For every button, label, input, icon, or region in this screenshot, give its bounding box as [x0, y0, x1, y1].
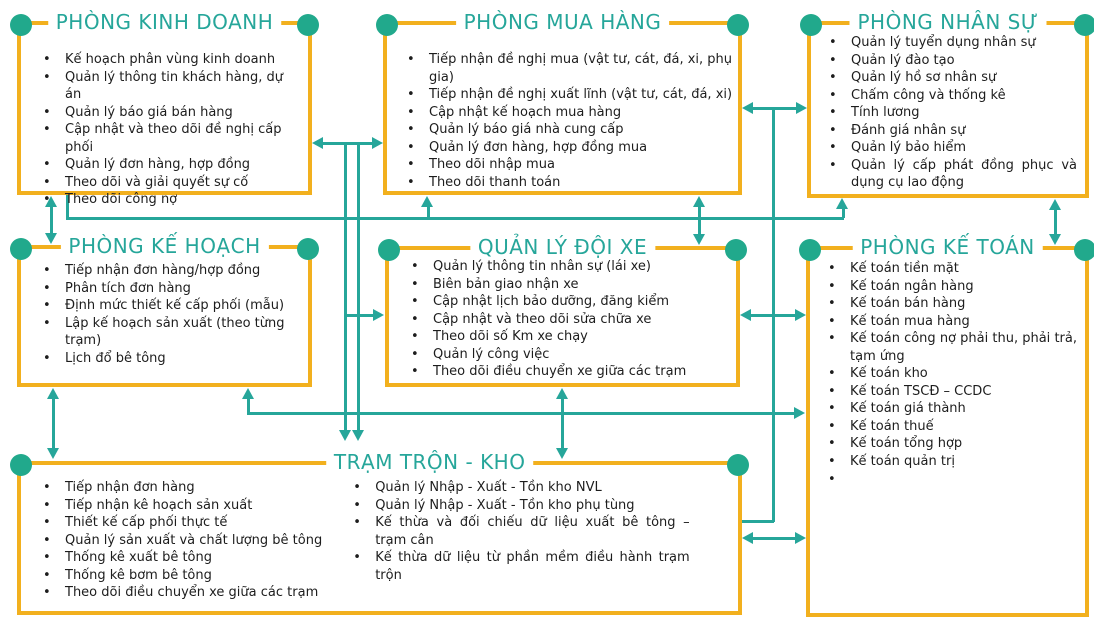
list-item: Chấm công và thống kê [827, 87, 1077, 105]
list-item: Kế toán giá thành [826, 400, 1077, 418]
list-item: Theo dõi số Km xe chạy [409, 328, 732, 346]
box-title: PHÒNG KẾ TOÁN [852, 234, 1043, 260]
list-item: Quản lý bảo hiểm [827, 139, 1077, 157]
list-item: Thống kê bơm bê tông [41, 567, 337, 585]
list-item: Quản lý đơn hàng, hợp đồng mua [405, 139, 734, 157]
list-item: Quản lý báo giá nhà cung cấp [405, 121, 734, 139]
list-item: Cập nhật và theo dõi sửa chữa xe [409, 311, 732, 329]
list-item: Cập nhật lịch bảo dưỡng, đăng kiểm [409, 293, 732, 311]
list-item: Kế toán mua hàng [826, 313, 1077, 331]
list-item: Quản lý đơn hàng, hợp đồng [41, 156, 302, 174]
list-item: Kế toán bán hàng [826, 295, 1077, 313]
corner-node-icon [378, 239, 400, 261]
list-item: Kế thừa và đối chiếu dữ liệu xuất bê tôn… [351, 514, 690, 549]
list-item: Theo dõi nhập mua [405, 156, 734, 174]
list-item: Theo dõi thanh toán [405, 174, 734, 192]
function-list: Kế hoạch phân vùng kinh doanhQuản lý thô… [27, 51, 302, 209]
list-item: Biên bản giao nhận xe [409, 276, 732, 294]
corner-node-icon [725, 239, 747, 261]
corner-node-icon [1074, 14, 1094, 36]
corner-node-icon [10, 238, 32, 260]
list-item: Kế toán tổng hợp [826, 435, 1077, 453]
corner-node-icon [727, 14, 749, 36]
department-box-mua-hang: PHÒNG MUA HÀNG Tiếp nhận đề nghị mua (vậ… [376, 9, 749, 195]
list-item: Quản lý thông tin nhân sự (lái xe) [409, 258, 732, 276]
corner-node-icon [800, 14, 822, 36]
list-item: Kế thừa dữ liệu từ phần mềm điều hành tr… [351, 549, 690, 584]
box-title: TRẠM TRỘN - KHO [325, 449, 534, 475]
list-item: Thống kê xuất bê tông [41, 549, 337, 567]
function-list: Quản lý tuyển dụng nhân sựQuản lý đào tạ… [813, 34, 1077, 192]
list-item: Thiết kế cấp phối thực tế [41, 514, 337, 532]
corner-node-icon [297, 238, 319, 260]
list-item: Kế toán kho [826, 365, 1077, 383]
list-item: Cập nhật kế hoạch mua hàng [405, 104, 734, 122]
corner-node-icon [727, 454, 749, 476]
function-list: Tiếp nhận đề nghị mua (vật tư, cát, đá, … [391, 51, 734, 191]
list-item: Quản lý hồ sơ nhân sự [827, 69, 1077, 87]
list-item: Lịch đổ bê tông [41, 350, 304, 368]
list-item: Theo dõi và giải quyết sự cố [41, 174, 302, 192]
function-list-right: Quản lý Nhập - Xuất - Tồn kho NVLQuản lý… [337, 479, 690, 602]
department-box-kinh-doanh: PHÒNG KINH DOANH Kế hoạch phân vùng kinh… [10, 9, 319, 208]
list-item: Tiếp nhận đề nghị mua (vật tư, cát, đá, … [405, 51, 734, 86]
list-item: Theo dõi điều chuyển xe giữa các trạm [409, 363, 732, 381]
list-item: Kế toán ngân hàng [826, 278, 1077, 296]
list-item: Quản lý Nhập - Xuất - Tồn kho phụ tùng [351, 497, 690, 515]
list-item: Quản lý tuyển dụng nhân sự [827, 34, 1077, 52]
list-item: Kế toán quản trị [826, 453, 1077, 471]
list-item: Kế toán công nợ phải thu, phải trả, tạm … [826, 330, 1077, 365]
list-item: Kế toán TSCĐ – CCDC [826, 383, 1077, 401]
list-item: Quản lý Nhập - Xuất - Tồn kho NVL [351, 479, 690, 497]
department-box-tram-tron-kho: TRẠM TRỘN - KHO Tiếp nhận đơn hàngTiếp n… [10, 449, 749, 615]
list-item: Tính lương [827, 104, 1077, 122]
list-item: Tiếp nhận đơn hàng [41, 479, 337, 497]
box-title: QUẢN LÝ ĐỘI XE [469, 234, 656, 260]
box-title: PHÒNG KẾ HOẠCH [60, 233, 269, 259]
function-list: Kế toán tiền mặtKế toán ngân hàngKế toán… [812, 260, 1077, 488]
list-item: Tiếp nhận kê hoạch sản xuất [41, 497, 337, 515]
function-list-left: Tiếp nhận đơn hàngTiếp nhận kê hoạch sản… [27, 479, 337, 602]
box-title: PHÒNG KINH DOANH [47, 9, 282, 35]
department-box-ke-toan: PHÒNG KẾ TOÁN Kế toán tiền mặtKế toán ng… [799, 234, 1094, 617]
list-item: Kế hoạch phân vùng kinh doanh [41, 51, 302, 69]
list-item: Tiếp nhận đề nghị xuất lĩnh (vật tư, cát… [405, 86, 734, 104]
list-item: Lập kế hoạch sản xuất (theo từng trạm) [41, 315, 304, 350]
list-item: Đánh giá nhân sự [827, 122, 1077, 140]
list-item: Quản lý thông tin khách hàng, dự án [41, 69, 302, 104]
list-item: Quản lý cấp phát đồng phục và dụng cụ la… [827, 157, 1077, 192]
list-item: Quản lý sản xuất và chất lượng bê tông [41, 532, 337, 550]
list-item: Quản lý công việc [409, 346, 732, 364]
list-item: Theo dõi điều chuyển xe giữa các trạm [41, 584, 337, 602]
department-box-doi-xe: QUẢN LÝ ĐỘI XE Quản lý thông tin nhân sự… [378, 234, 747, 387]
list-item: Theo dõi công nợ [41, 191, 302, 209]
box-title: PHÒNG NHÂN SỰ [849, 9, 1047, 35]
box-title: PHÒNG MUA HÀNG [455, 9, 670, 35]
corner-node-icon [297, 14, 319, 36]
list-item: Phân tích đơn hàng [41, 280, 304, 298]
list-item: Kế toán thuế [826, 418, 1077, 436]
list-item: Kế toán tiền mặt [826, 260, 1077, 278]
corner-node-icon [376, 14, 398, 36]
function-list: Quản lý thông tin nhân sự (lái xe)Biên b… [395, 258, 732, 381]
list-item: Định mức thiết kế cấp phối (mẫu) [41, 297, 304, 315]
department-box-ke-hoach: PHÒNG KẾ HOẠCH Tiếp nhận đơn hàng/hợp đồ… [10, 233, 319, 387]
corner-node-icon [10, 14, 32, 36]
corner-node-icon [10, 454, 32, 476]
list-item: Quản lý báo giá bán hàng [41, 104, 302, 122]
list-item: Cập nhật và theo dõi đề nghị cấp phối [41, 121, 302, 156]
department-box-nhan-su: PHÒNG NHÂN SỰ Quản lý tuyển dụng nhân sự… [800, 9, 1094, 198]
function-list: Tiếp nhận đơn hàng/hợp đồngPhân tích đơn… [27, 262, 304, 367]
corner-node-icon [799, 239, 821, 261]
corner-node-icon [1074, 239, 1094, 261]
list-item: Quản lý đào tạo [827, 52, 1077, 70]
list-item: Tiếp nhận đơn hàng/hợp đồng [41, 262, 304, 280]
